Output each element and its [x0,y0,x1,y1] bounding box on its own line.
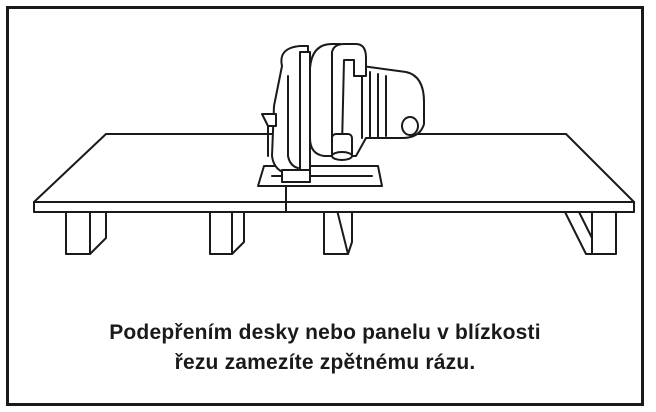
support-right [561,205,617,255]
support-center-left [209,205,245,255]
caption: Podepřením desky nebo panelu v blízkosti… [6,318,644,378]
circular-saw [257,43,425,187]
caption-line-1: Podepřením desky nebo panelu v blízkosti [109,321,541,344]
support-left [65,205,107,255]
support-center [323,205,353,255]
caption-line-2: řezu zamezíte zpětnému rázu. [174,351,476,374]
saw-on-supported-board-illustration [33,43,635,255]
